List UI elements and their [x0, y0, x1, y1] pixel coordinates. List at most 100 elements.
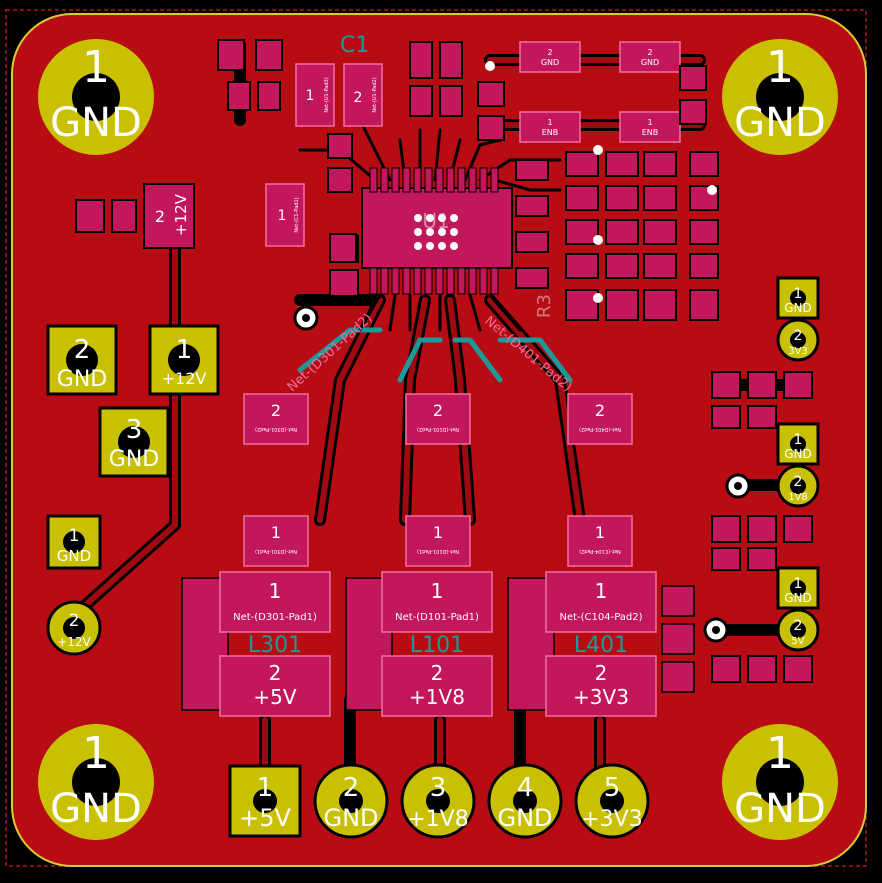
smd-pad[interactable]: [329, 269, 359, 297]
smd-pad[interactable]: [689, 185, 719, 211]
smd-pad[interactable]: [661, 661, 695, 693]
connector-b-pin-1[interactable]: 1 GND: [46, 514, 102, 570]
smd-pad[interactable]: [747, 547, 777, 571]
diode-d301-pad-1[interactable]: 1 Net-(D301-Pad1): [243, 515, 309, 567]
smd-pad[interactable]: [605, 253, 639, 279]
smd-pad[interactable]: [605, 219, 639, 245]
inductor-l401[interactable]: 1 Net-(C104-Pad2) L401 2 +3V3: [507, 571, 695, 717]
smd-pad[interactable]: [689, 289, 719, 321]
output-pin-1[interactable]: 1 +5V: [228, 764, 302, 838]
smd-pad[interactable]: [439, 85, 463, 117]
smd-pad[interactable]: [327, 133, 353, 159]
smd-pad[interactable]: [689, 151, 719, 177]
smd-pad[interactable]: [255, 39, 283, 71]
smd-pad[interactable]: [689, 219, 719, 245]
smd-pad[interactable]: [605, 151, 639, 177]
pad-net: +12V: [172, 193, 190, 236]
pad-enb-1[interactable]: 1 ENB: [519, 111, 581, 143]
smd-pad[interactable]: [605, 185, 639, 211]
smd-pad[interactable]: [257, 81, 281, 111]
smd-pad[interactable]: [661, 623, 695, 655]
smd-pad[interactable]: [747, 515, 777, 543]
smd-pad[interactable]: [643, 253, 677, 279]
smd-pad[interactable]: [643, 185, 677, 211]
smd-pad[interactable]: [711, 655, 741, 683]
smd-pad[interactable]: [515, 159, 549, 181]
smd-pad[interactable]: [643, 289, 677, 321]
smd-pad[interactable]: [643, 219, 677, 245]
smd-pad[interactable]: [75, 199, 105, 233]
smd-pad[interactable]: [565, 253, 599, 279]
smd-pad[interactable]: [643, 151, 677, 177]
component-pad-c1-1[interactable]: 1 Net-(C1-Pad1): [265, 183, 305, 247]
output-pin-5[interactable]: 5 +3V3: [574, 763, 650, 839]
diode-d401-pad-2[interactable]: 2 Net-(D401-Pad2): [567, 393, 633, 445]
smd-pad[interactable]: [329, 233, 357, 263]
pin-net: GND: [323, 804, 378, 832]
smd-pad[interactable]: [661, 585, 695, 617]
cap-pad-12v[interactable]: 2 +12V: [143, 183, 195, 249]
pad-body: [619, 41, 681, 73]
diode-d101-pad-1[interactable]: 1 Net-(D101-Pad1): [405, 515, 471, 567]
smd-pad[interactable]: [711, 371, 741, 399]
connector-a-pin-1[interactable]: 1 +12V: [148, 324, 220, 396]
output-pin-3[interactable]: 3 +1V8: [400, 763, 476, 839]
smd-pad[interactable]: [565, 185, 599, 211]
ic-u1[interactable]: U1: [361, 167, 513, 295]
component-pad-u1-2[interactable]: 2 Net-(U1-Pad2): [343, 63, 383, 127]
diode-d101-pad-2[interactable]: 2 Net-(D101-Pad2): [405, 393, 471, 445]
smd-pad[interactable]: [227, 81, 251, 111]
pad-enb-2[interactable]: 1 ENB: [619, 111, 681, 143]
smd-pad[interactable]: [747, 405, 777, 429]
right-connector-3[interactable]: 1 GND 2 5V: [776, 566, 820, 652]
mounting-hole-tl[interactable]: 1 GND: [38, 39, 154, 155]
smd-pad[interactable]: [605, 289, 639, 321]
inductor-l101[interactable]: 1 Net-(D101-Pad1) L101 2 +1V8: [345, 571, 493, 717]
diode-d301-pad-2[interactable]: 2 Net-(D301-Pad2): [243, 393, 309, 445]
smd-pad[interactable]: [565, 151, 599, 177]
smd-pad[interactable]: [111, 199, 137, 233]
connector-b-pin-2[interactable]: 2 +12V: [46, 600, 102, 656]
mounting-hole-tr[interactable]: 1 GND: [722, 39, 838, 155]
mounting-hole-bl[interactable]: 1 GND: [38, 724, 154, 840]
smd-pad[interactable]: [217, 39, 245, 71]
smd-pad[interactable]: [515, 267, 549, 289]
connector-a-pin-3[interactable]: 3 GND: [98, 406, 170, 478]
diode-d401-pad-1[interactable]: 1 Net-(C104-Pad2): [567, 515, 633, 567]
drill: [790, 478, 806, 494]
smd-pad[interactable]: [515, 231, 549, 253]
right-connector-1[interactable]: 1 GND 2 3V3: [776, 276, 820, 362]
smd-pad[interactable]: [409, 41, 433, 79]
pad-gnd-top-2[interactable]: 2 GND: [619, 41, 681, 73]
smd-pad[interactable]: [747, 371, 777, 399]
smd-pad[interactable]: [515, 195, 549, 217]
right-connector-2[interactable]: 1 GND 2 1V8: [776, 422, 820, 508]
smd-pad[interactable]: [679, 65, 707, 91]
smd-pad[interactable]: [711, 547, 741, 571]
output-pin-4[interactable]: 4 GND: [487, 763, 563, 839]
smd-pad[interactable]: [565, 219, 599, 245]
smd-pad[interactable]: [711, 515, 741, 543]
mounting-hole-br[interactable]: 1 GND: [722, 724, 838, 840]
hole-number: 1: [766, 42, 794, 93]
smd-pad[interactable]: [783, 515, 813, 543]
output-pin-2[interactable]: 2 GND: [313, 763, 389, 839]
smd-pad[interactable]: [477, 81, 505, 107]
smd-pad[interactable]: [747, 655, 777, 683]
smd-pad[interactable]: [783, 371, 813, 399]
pad-gnd-top-1[interactable]: 2 GND: [519, 41, 581, 73]
inductor-l301[interactable]: 1 Net-(D301-Pad1) L301 2 +5V: [181, 571, 331, 717]
smd-pad[interactable]: [327, 167, 353, 193]
smd-pad[interactable]: [477, 115, 505, 141]
smd-pad[interactable]: [409, 85, 433, 117]
smd-pad[interactable]: [783, 655, 813, 683]
smd-pad[interactable]: [679, 99, 707, 125]
smd-pad[interactable]: [711, 405, 741, 429]
smd-pad[interactable]: [439, 41, 463, 79]
connector-a-pin-2[interactable]: 2 GND: [46, 324, 118, 396]
ic-pins-bottom: [369, 267, 499, 295]
smd-pad[interactable]: [565, 289, 599, 321]
component-pad-u1-3[interactable]: 1 Net-(U1-Pad3): [295, 63, 335, 127]
smd-pad[interactable]: [689, 253, 719, 279]
